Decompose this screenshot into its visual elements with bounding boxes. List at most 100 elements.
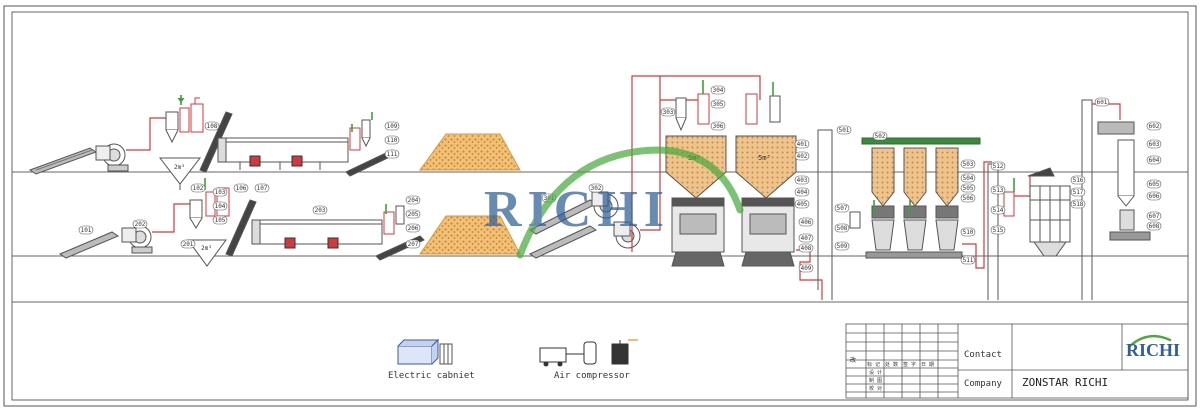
callout-bubble: [798, 263, 814, 273]
electric-cabinet-symbol: [397, 338, 453, 365]
callout-104: 104: [212, 201, 228, 211]
callout-bubble: [660, 107, 676, 117]
callout-bubble: [384, 149, 400, 159]
watermark-swoosh: [516, 146, 744, 259]
callout-number: 604: [1149, 157, 1160, 164]
callout-number: 505: [963, 185, 974, 192]
callout-number: 601: [1097, 99, 1108, 106]
callout-101: 101: [78, 225, 94, 235]
callout-518: 518: [1070, 199, 1086, 209]
callout-605: 605: [1146, 179, 1162, 189]
callout-bubble: [794, 151, 810, 161]
callout-number: 109: [387, 123, 398, 130]
callout-number: 506: [963, 195, 974, 202]
conditioner-bin-3: [935, 147, 959, 207]
callout-bubble: [960, 193, 976, 203]
callout-510: 510: [960, 227, 976, 237]
callout-506: 506: [960, 193, 976, 203]
callout-511: 511: [960, 255, 976, 265]
callout-bubble: [710, 99, 726, 109]
callout-405: 405: [794, 199, 810, 209]
finished-product-bin: [1117, 139, 1135, 197]
callout-507: 507: [834, 203, 850, 213]
callout-604: 604: [1146, 155, 1162, 165]
title-row-check: 校 对: [869, 385, 882, 392]
callout-306: 306: [710, 121, 726, 131]
callout-517: 517: [1070, 187, 1086, 197]
callout-number: 405: [797, 201, 808, 208]
callout-bubble: [798, 233, 814, 243]
callout-bubble: [405, 195, 421, 205]
cooler-section: [987, 163, 1071, 300]
title-company-label: Company: [964, 379, 1003, 389]
callout-bubble: [834, 203, 850, 213]
callout-number: 513: [993, 187, 1004, 194]
title-header-mark: 标 记: [867, 361, 880, 368]
callout-number: 407: [801, 235, 812, 242]
callout-504: 504: [960, 173, 976, 183]
drawing-border: [3, 5, 1197, 407]
legend-electric-cabinet: Electric cabniet: [388, 371, 475, 381]
callout-201: 201: [180, 239, 196, 249]
callout-501: 501: [836, 125, 852, 135]
callout-bubble: [990, 205, 1006, 215]
callout-number: 406: [801, 219, 812, 226]
callout-110: 110: [384, 135, 400, 145]
watermark-text: RICHI: [484, 181, 670, 238]
callout-102: 102: [190, 183, 206, 193]
callout-bubble: [836, 125, 852, 135]
callout-404: 404: [794, 187, 810, 197]
callout-109: 109: [384, 121, 400, 131]
lower-screw-conveyor: [225, 199, 257, 257]
callout-bubble: [212, 187, 228, 197]
title-company-name: ZONSTAR RICHI: [1022, 376, 1108, 389]
callout-number: 201: [183, 241, 194, 248]
upper-buffer-hopper: [158, 157, 202, 185]
callout-bubble: [384, 121, 400, 131]
callout-302: 302: [588, 183, 604, 193]
callout-bubble: [312, 205, 328, 215]
callout-number: 306: [713, 123, 724, 130]
lower-belt-conveyor: [58, 231, 120, 259]
lower-buffer-hopper: [187, 239, 227, 267]
callout-bubble: [254, 183, 270, 193]
callout-601: 601: [1094, 97, 1110, 107]
callout-bubble: [798, 243, 814, 253]
callout-206: 206: [405, 223, 421, 233]
callout-number: 204: [408, 197, 419, 204]
title-row-design: 设 计: [869, 369, 882, 376]
callout-515: 515: [990, 225, 1006, 235]
callout-bubble: [1146, 139, 1162, 149]
callout-bubble: [794, 175, 810, 185]
richi-logo: RICHI: [1126, 334, 1180, 360]
callout-number: 516: [1073, 177, 1084, 184]
callout-bubble: [405, 239, 421, 249]
callout-603: 603: [1146, 139, 1162, 149]
callout-bubble: [834, 241, 850, 251]
callout-bubble: [960, 183, 976, 193]
capacity-label-lower-hopper: 2m³: [201, 245, 212, 252]
callout-bubble: [872, 131, 888, 141]
callout-207: 207: [405, 239, 421, 249]
callout-number: 508: [837, 225, 848, 232]
callout-bubble: [834, 223, 850, 233]
pellet-mill-section: [849, 137, 992, 269]
callout-number: 515: [993, 227, 1004, 234]
callout-204: 204: [405, 195, 421, 205]
callout-bubble: [990, 185, 1006, 195]
callout-105: 105: [212, 215, 228, 225]
callout-107: 107: [254, 183, 270, 193]
callout-number: 517: [1073, 189, 1084, 196]
callout-bubble: [233, 183, 249, 193]
callout-number: 105: [215, 217, 226, 224]
callout-401: 401: [794, 139, 810, 149]
callout-bubble: [384, 135, 400, 145]
callout-number: 603: [1149, 141, 1160, 148]
callout-number: 408: [801, 245, 812, 252]
callout-409: 409: [798, 263, 814, 273]
callout-number: 104: [215, 203, 226, 210]
callout-509: 509: [834, 241, 850, 251]
callout-number: 403: [797, 177, 808, 184]
callout-number: 511: [963, 257, 974, 264]
